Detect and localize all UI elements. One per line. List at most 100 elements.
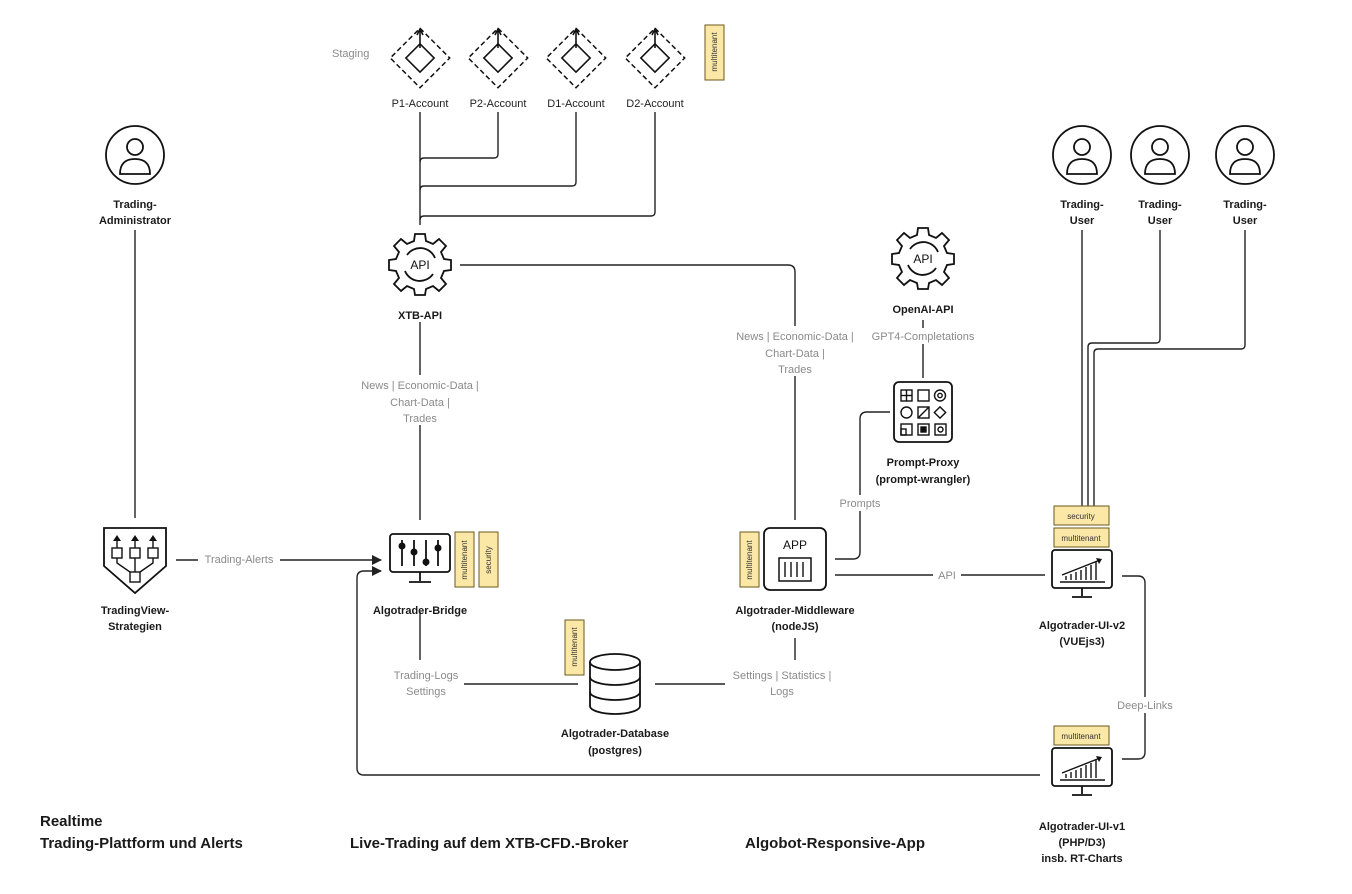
staging-label: Staging: [332, 48, 369, 60]
node-label: Trading-: [1223, 199, 1267, 211]
person-icon: [1052, 125, 1112, 185]
node-label: Trading-: [1138, 199, 1182, 211]
edge-text: News | Economic-Data |: [361, 380, 479, 392]
wire-uiv1-bridge: [356, 566, 1040, 776]
staging-account-d2[interactable]: D2-Account: [624, 27, 686, 110]
deploy-target-icon: [467, 27, 529, 89]
wire-uiv2-uiv1: [1122, 575, 1146, 760]
edge-text: News | Economic-Data |: [736, 331, 854, 343]
section-title: Trading-Plattform und Alerts: [40, 835, 243, 852]
wire-xtb-middleware: [460, 264, 796, 520]
edge-text: Chart-Data |: [765, 348, 825, 360]
deploy-target-icon: [389, 27, 451, 89]
edge-label-tv-bridge: Trading-Alerts: [198, 552, 280, 568]
node-label: Trading-: [1060, 199, 1104, 211]
node-openai-api[interactable]: API OpenAI-API: [891, 227, 955, 316]
app-grid-icon: [893, 381, 953, 443]
edge-text: Trades: [778, 364, 812, 376]
node-algotrader-bridge[interactable]: Algotrader-Bridge multitenant security: [373, 531, 499, 617]
app-window-icon: APP: [763, 527, 827, 591]
wire-d2-xtb: [419, 112, 656, 221]
node-algotrader-middleware[interactable]: APP multitenant Algotrader-Middleware (n…: [735, 527, 855, 633]
edge-label-openai-proxy: GPT4-Completations: [865, 328, 981, 344]
node-label: User: [1070, 215, 1095, 227]
bridge-security-tag: security: [478, 531, 499, 588]
edge-label-deeplinks: Deep-Links: [1112, 697, 1178, 713]
node-label: Algotrader-UI-v2: [1039, 620, 1125, 632]
tag-text: security: [484, 546, 493, 574]
node-tradingview[interactable]: TradingView- Strategien: [101, 527, 170, 633]
node-trading-user-2[interactable]: Trading- User: [1130, 125, 1190, 227]
node-label: Algotrader-UI-v1: [1039, 821, 1125, 833]
section-titles: Realtime Trading-Plattform und Alerts Li…: [40, 813, 925, 852]
person-icon: [105, 125, 165, 185]
deploy-target-icon: [545, 27, 607, 89]
node-algotrader-ui-v1[interactable]: multitenant Algotrader-UI-v1 (PHP/D3) in…: [1039, 725, 1125, 865]
node-label: (PHP/D3): [1058, 837, 1105, 849]
node-label: Strategien: [108, 621, 162, 633]
tag-text: security: [1067, 512, 1095, 521]
person-icon: [1130, 125, 1190, 185]
edge-label-middleware-ui: API: [933, 567, 961, 583]
node-label: Algotrader-Middleware: [735, 605, 854, 617]
node-trading-admin[interactable]: Trading- Administrator: [99, 125, 172, 227]
node-label: Prompt-Proxy: [887, 457, 961, 469]
edge-text: Trading-Logs: [394, 670, 459, 682]
edge-text: Chart-Data |: [390, 397, 450, 409]
ui-v2-multitenant-tag: multitenant: [1053, 527, 1110, 548]
staging-account-p1[interactable]: P1-Account: [389, 27, 451, 110]
node-label: insb. RT-Charts: [1041, 853, 1122, 865]
deploy-target-icon: [624, 27, 686, 89]
edge-text: Trading-Alerts: [205, 554, 274, 566]
database-icon: [589, 653, 641, 715]
edge-labels: News | Economic-Data | Chart-Data | Trad…: [198, 326, 1178, 713]
node-trading-user-3[interactable]: Trading- User: [1215, 125, 1275, 227]
tag-text: multitenant: [570, 627, 579, 667]
node-label: Algotrader-Bridge: [373, 605, 467, 617]
person-icon: [1215, 125, 1275, 185]
tag-text: multitenant: [745, 540, 754, 580]
edge-text: Prompts: [840, 498, 881, 510]
wire-p2-xtb: [419, 112, 499, 163]
edge-text: Trades: [403, 413, 437, 425]
section-title: Live-Trading auf dem XTB-CFD.-Broker: [350, 835, 629, 852]
node-xtb-api[interactable]: API XTB-API: [385, 230, 455, 322]
node-algotrader-ui-v2[interactable]: security multitenant Algotrader-UI-v2 (V…: [1039, 505, 1125, 648]
edge-label-proxy-middleware: Prompts: [835, 495, 887, 511]
node-label: User: [1233, 215, 1258, 227]
node-prompt-proxy[interactable]: Prompt-Proxy (prompt-wrangler): [876, 381, 971, 486]
tag-text: multitenant: [1061, 534, 1101, 543]
node-label: Trading-: [113, 199, 157, 211]
staging-account-d1[interactable]: D1-Account: [545, 27, 607, 110]
wire-d1-xtb: [419, 112, 577, 191]
edge-label-xtb-middleware: News | Economic-Data | Chart-Data | Trad…: [725, 326, 865, 376]
tag-text: multitenant: [460, 540, 469, 580]
api-icon-text: API: [913, 252, 932, 266]
middleware-multitenant-tag: multitenant: [739, 531, 760, 588]
widget-grid: [900, 389, 947, 436]
staging-multitenant-tag: multitenant: [704, 24, 725, 81]
wire-proxy-middleware: [835, 411, 890, 560]
edge-text: Settings | Statistics |: [733, 670, 832, 682]
node-label: User: [1148, 215, 1173, 227]
staging-account-p2[interactable]: P2-Account: [467, 27, 529, 110]
ui-v1-multitenant-tag: multitenant: [1053, 725, 1110, 746]
account-label: P1-Account: [392, 98, 449, 110]
edge-label-bridge-db: Trading-Logs Settings: [388, 664, 464, 698]
edge-label-xtb-bridge: News | Economic-Data | Chart-Data | Trad…: [350, 375, 490, 425]
edge-text: Settings: [406, 686, 446, 698]
node-label: (nodeJS): [771, 621, 818, 633]
arrow-up-icons: [113, 535, 157, 541]
app-icon-text: APP: [783, 538, 807, 552]
account-label: P2-Account: [470, 98, 527, 110]
node-label: (postgres): [588, 745, 642, 757]
connectors: [134, 112, 1246, 776]
account-label: D1-Account: [547, 98, 604, 110]
node-trading-user-1[interactable]: Trading- User: [1052, 125, 1112, 227]
account-label: D2-Account: [626, 98, 683, 110]
node-label: XTB-API: [398, 310, 442, 322]
node-label: (prompt-wrangler): [876, 474, 971, 486]
edge-label-middleware-db: Settings | Statistics | Logs: [725, 664, 840, 698]
node-algotrader-database[interactable]: multitenant Algotrader-Database (postgre…: [561, 619, 669, 757]
